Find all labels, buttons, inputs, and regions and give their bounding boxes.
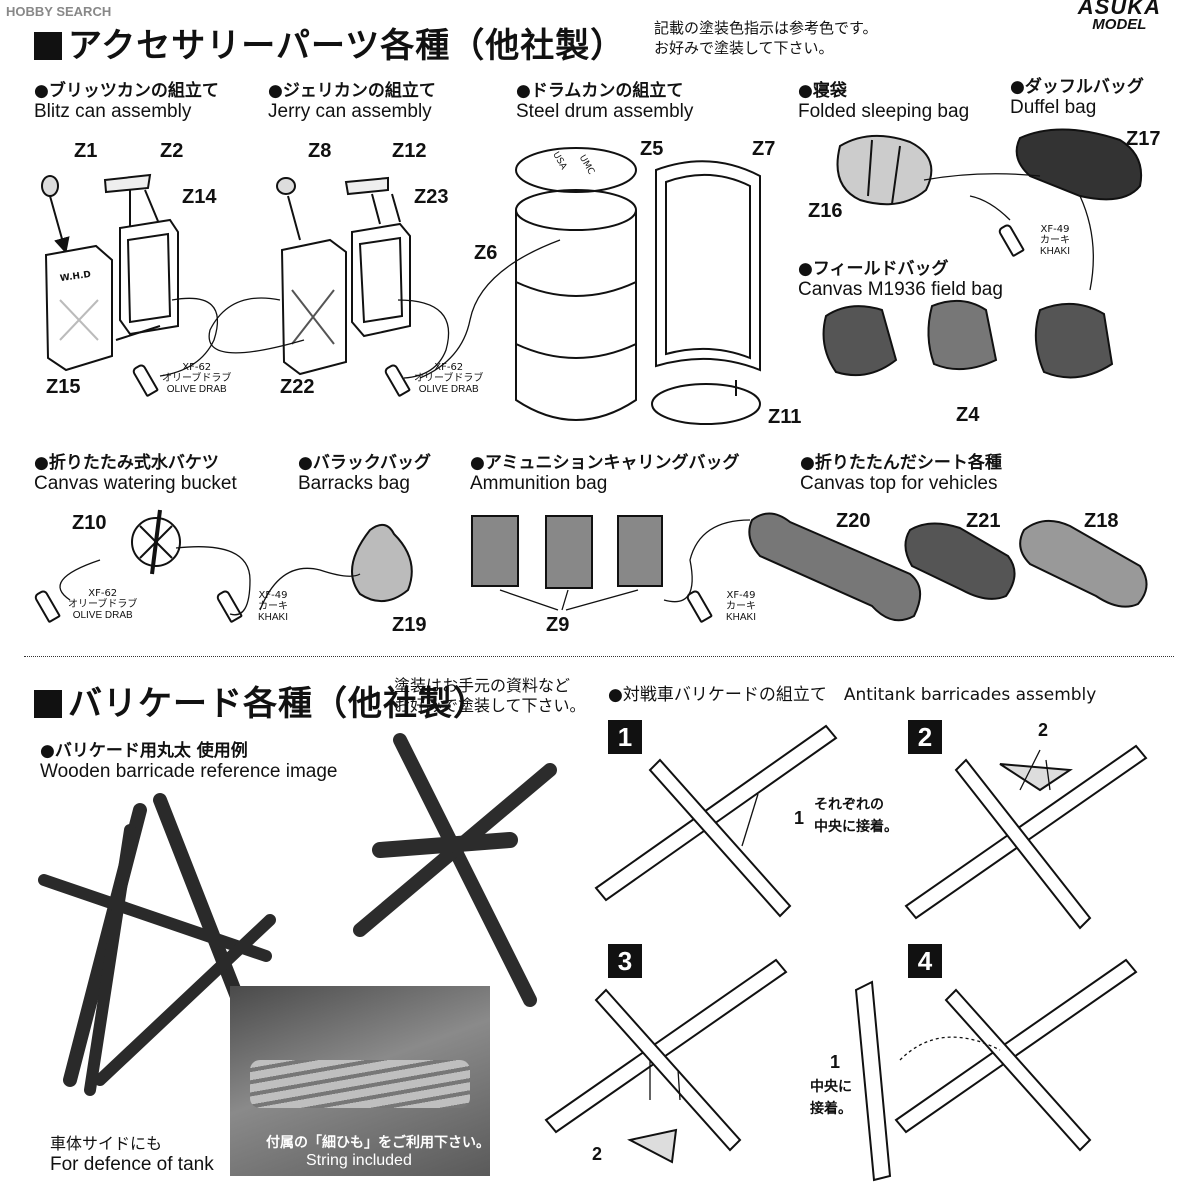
step3-part-label: 2 <box>592 1144 602 1165</box>
step1-note: それぞれの 中央に接着。 <box>814 794 898 838</box>
note-line: それぞれの <box>814 794 898 816</box>
note-line: 中央に接着。 <box>814 816 898 838</box>
step4-part-label: 1 <box>830 1052 840 1073</box>
step4-note: 中央に 接着。 <box>810 1076 852 1120</box>
note-line: 接着。 <box>810 1098 852 1120</box>
note-line: 中央に <box>810 1076 852 1098</box>
step1-part-label: 1 <box>794 808 804 829</box>
step2-part-label: 2 <box>1038 720 1048 741</box>
